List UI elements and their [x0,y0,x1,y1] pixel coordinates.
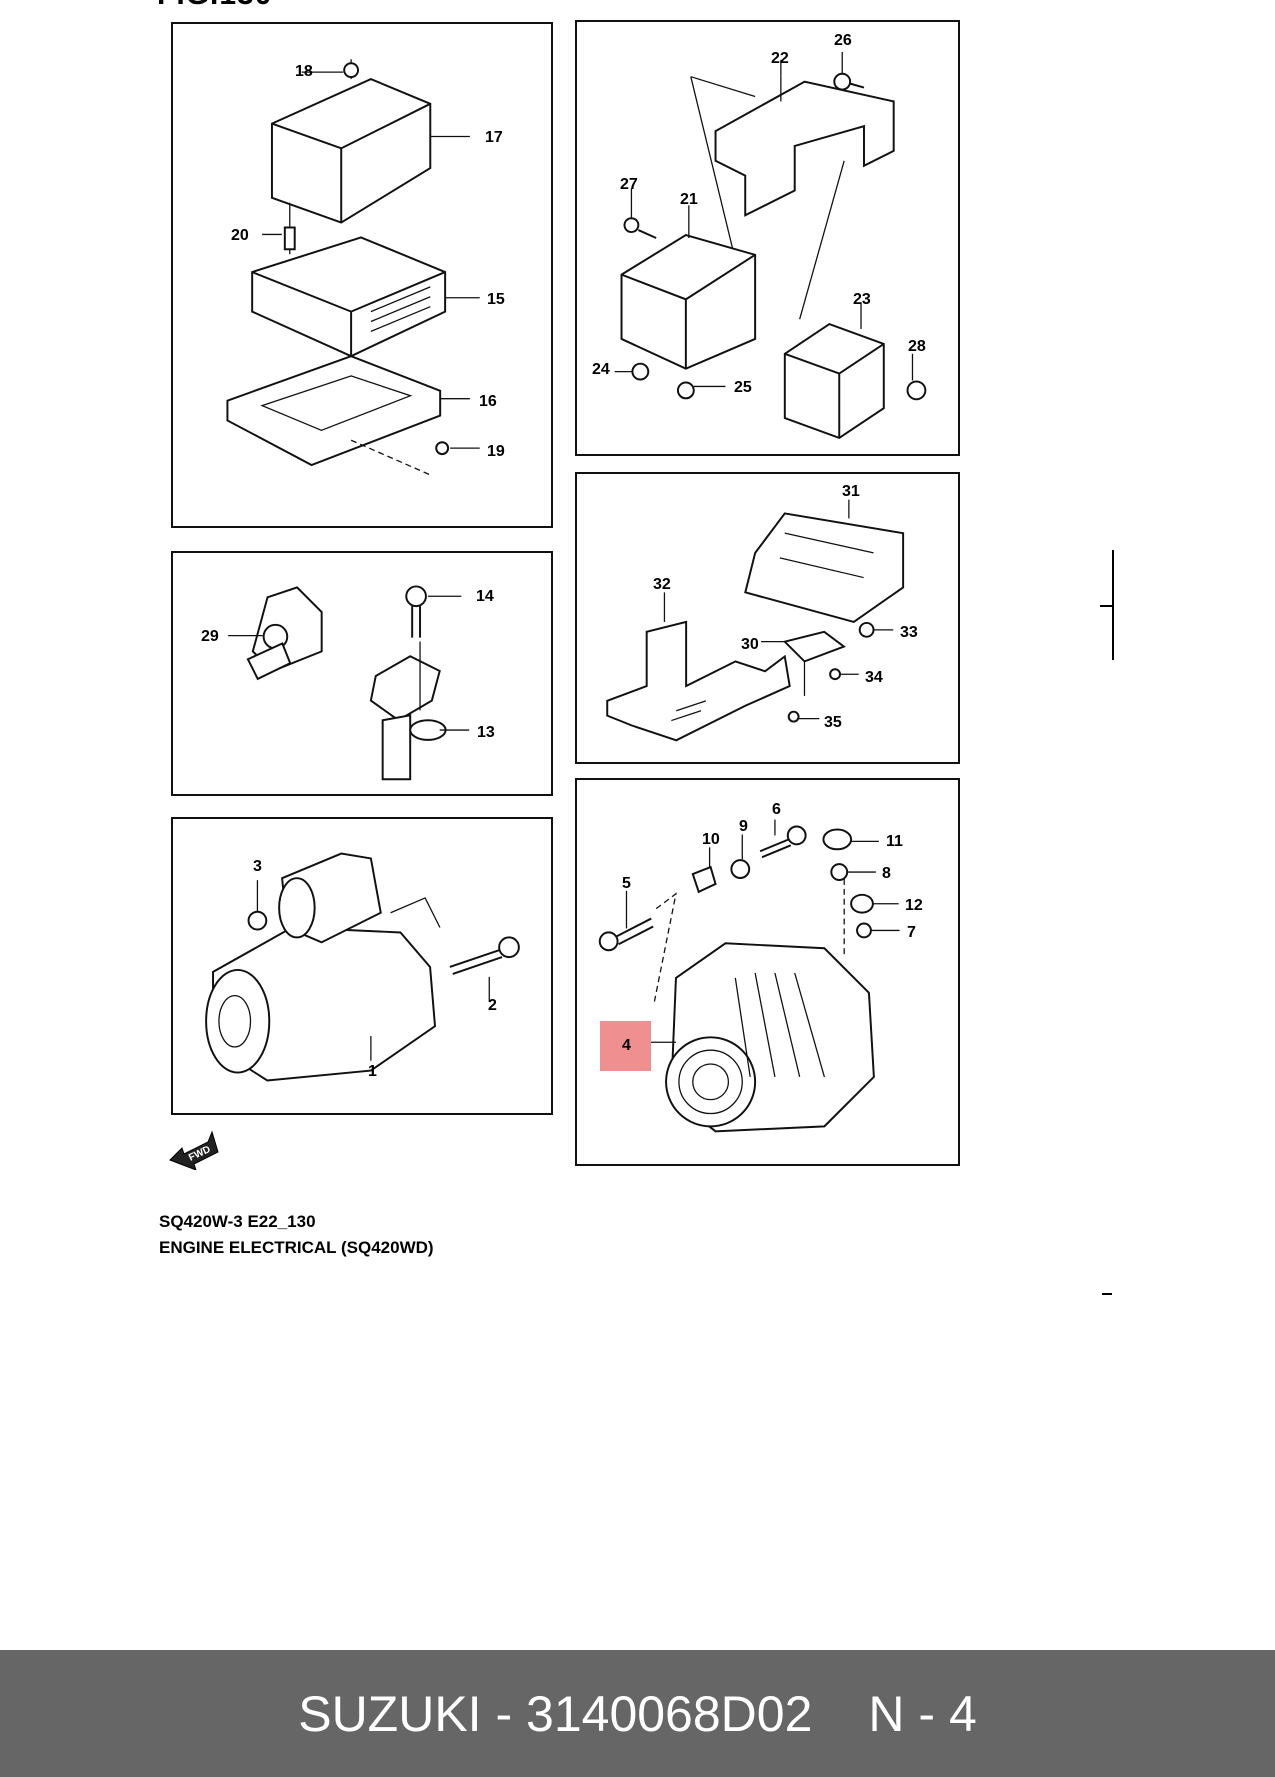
callout-28: 28 [908,338,926,355]
footer-separator: - [481,1685,527,1742]
callout-9: 9 [739,818,748,835]
callout-11: 11 [886,833,903,850]
callout-4: 4 [622,1037,631,1054]
callout-18: 18 [295,63,313,80]
callout-3: 3 [253,858,262,875]
footer-bar: SUZUKI - 3140068D02 N - 4 [0,1650,1275,1777]
callout-16: 16 [479,393,497,410]
panel-relay: 26 22 27 21 23 28 24 25 [575,20,960,456]
edge-mark-dash [1102,1293,1112,1295]
callout-30: 30 [741,636,759,653]
callout-21: 21 [680,191,698,208]
callout-13: 13 [477,724,495,741]
starter-drawing [205,852,520,1082]
diagram-code: SQ420W-3 E22_130 [159,1212,316,1231]
alternator-drawing [598,819,900,1133]
callout-31: 31 [842,483,860,500]
edge-mark-horizontal [1100,605,1112,607]
callout-15: 15 [487,291,505,308]
panel-sensors: 14 29 13 [171,551,553,796]
panel-bracket: 31 32 30 33 34 35 [575,472,960,764]
callout-22: 22 [771,50,789,67]
callout-12: 12 [905,897,923,914]
callout-2: 2 [488,997,497,1014]
callout-23: 23 [853,291,871,308]
relay-drawing [614,51,927,440]
callout-10: 10 [702,831,720,848]
footer-text: SUZUKI - 3140068D02 N - 4 [0,1650,1275,1777]
callout-7: 7 [907,924,916,941]
panel-ecm: 18 17 20 15 16 19 [171,22,553,528]
callout-14: 14 [476,588,494,605]
callout-27: 27 [620,176,638,193]
callout-34: 34 [865,669,883,686]
callout-33: 33 [900,624,918,641]
bracket-drawing [606,499,905,742]
edge-mark-vertical [1112,550,1114,660]
sensors-drawing [228,585,470,781]
footer-part-number: 3140068D02 [526,1685,813,1742]
callout-24: 24 [592,361,610,378]
callout-35: 35 [824,714,842,731]
callout-29: 29 [201,628,219,645]
figure-title: FIG.130 [157,0,272,12]
panel-starter: 3 2 1 [171,817,553,1115]
callout-1: 1 [368,1063,377,1080]
callout-19: 19 [487,443,505,460]
ecm-drawing [226,59,480,476]
footer-brand: SUZUKI [298,1685,482,1742]
callout-5: 5 [622,875,631,892]
callout-26: 26 [834,32,852,49]
callout-6: 6 [772,801,781,818]
callout-8: 8 [882,865,891,882]
panel-alternator: 6 10 9 11 8 5 12 7 4 [575,778,960,1166]
diagram-caption: ENGINE ELECTRICAL (SQ420WD) [159,1238,434,1257]
footer-position: N - 4 [868,1685,977,1742]
callout-25: 25 [734,379,752,396]
callout-20: 20 [231,227,249,244]
callout-17: 17 [485,129,503,146]
highlight-box [600,1021,651,1071]
callout-32: 32 [653,576,671,593]
fwd-arrow-icon: FWD [168,1128,220,1175]
